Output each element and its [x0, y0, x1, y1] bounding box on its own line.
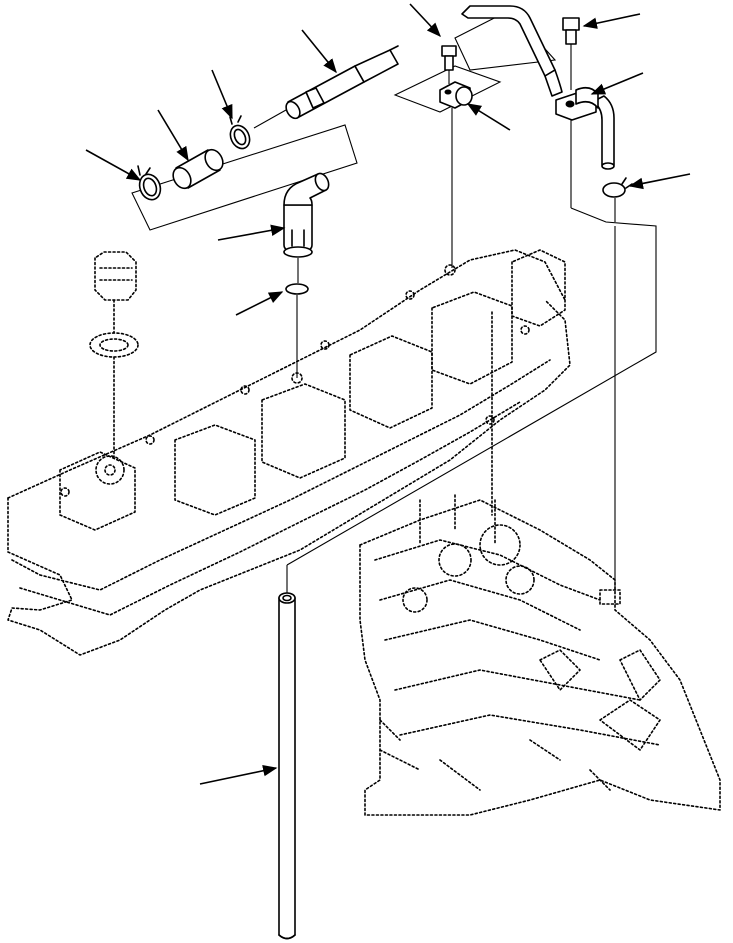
leader-arrow: [235, 291, 284, 316]
leader-arrow: [590, 72, 644, 95]
o-ring-upper: [285, 283, 309, 378]
tube-clamp-left: [137, 165, 162, 201]
leader-arrow: [582, 13, 641, 29]
bracket-clamp-center: [439, 81, 473, 268]
breather-pipe-upper: [454, 5, 615, 170]
leader-arrow: [211, 69, 233, 120]
group-outline-center: [393, 65, 502, 113]
group-outline-left: [131, 124, 358, 231]
hose-connector: [172, 148, 224, 190]
engine-block-phantom: [359, 494, 721, 816]
tube-routing-lines: [286, 198, 657, 590]
elbow-fitting: [283, 172, 330, 283]
hose-clamp-right: [602, 177, 633, 198]
leader-arrow: [628, 173, 691, 190]
leader-arrow: [157, 109, 189, 162]
leader-arrow: [85, 149, 142, 181]
breather-tube: [253, 45, 399, 129]
long-drain-tube: [278, 565, 296, 940]
leader-arrow: [466, 103, 511, 131]
bracket-bolt-center: [441, 45, 457, 84]
leader-arrow: [301, 29, 337, 74]
bracket-bolt-right: [562, 17, 580, 90]
tube-clamp-right: [229, 115, 251, 150]
bracket-clamp-right: [555, 86, 599, 208]
leader-arrows: [85, 3, 691, 785]
oil-filler-cap-phantom: [89, 251, 139, 459]
leader-arrow: [409, 3, 441, 38]
leader-arrow: [199, 765, 278, 785]
leader-arrow: [217, 224, 286, 241]
